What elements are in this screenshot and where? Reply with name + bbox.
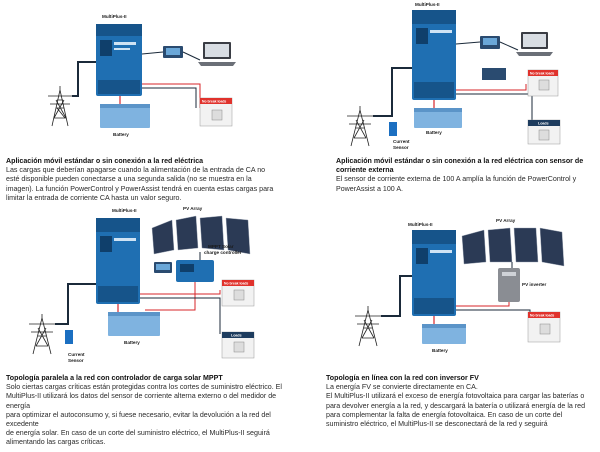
loads-label: Loads [231, 334, 242, 338]
data-cable [141, 51, 201, 61]
laptop-icon [198, 42, 236, 66]
data-cable [455, 41, 519, 51]
battery-label: Battery [113, 132, 129, 137]
inverter-label: MultiPlus-II [102, 14, 127, 19]
diagram-3-title: Topología paralela a la red con controla… [6, 374, 223, 382]
diagram-parallel-mppt: MultiPlus-II PV Array Current Sensor MPP… [0, 206, 300, 452]
diagram-grid-pv-inverter-illustration: MultiPlus-II PV Array PV inverter [355, 218, 565, 353]
ac-out-wire-2 [142, 87, 197, 108]
diagram-2-title: Aplicación móvil estándar o sin conexión… [336, 157, 584, 165]
diagram-2-desc-line: PowerAssist a 100 A. [336, 184, 404, 193]
multiplus-inverter [412, 230, 456, 316]
multiplus-inverter [412, 10, 456, 100]
diagram-4-desc-line: suministro eléctrico, el MultiPlus-II se… [326, 420, 548, 429]
diagram-4-desc-line: El MultiPlus-II utilizará el exceso de e… [326, 392, 585, 401]
loads-box [221, 331, 255, 359]
loads-wire [140, 297, 221, 334]
battery-icon [108, 312, 160, 336]
diagram-4-title: Topología en línea con la red con invers… [326, 374, 479, 382]
diagram-grid-pv-inverter: MultiPlus-II PV Array PV inverter [300, 206, 600, 452]
pv-array-icon [151, 215, 251, 255]
multiplus-inverter [96, 218, 140, 304]
sensor-label: Current [68, 352, 85, 357]
mppt-label-2: charge controller [204, 250, 242, 255]
gx-display [154, 262, 172, 273]
diagram-1-desc-line: Las cargas que deberían apagarse cuando … [6, 166, 266, 175]
grid-cable [381, 275, 412, 317]
no-break-loads-box [199, 97, 233, 127]
pv-array-icon [461, 227, 565, 267]
diagram-1-desc-line: limitar la entrada de corriente CA hasta… [6, 193, 182, 202]
laptop-icon [516, 32, 553, 56]
diagram-3-desc-line: alimentando las cargas críticas. [6, 438, 106, 447]
diagram-parallel-mppt-illustration: MultiPlus-II PV Array Current Sensor MPP… [29, 206, 255, 363]
battery-label: Battery [124, 340, 140, 345]
power-pylon-icon [48, 86, 72, 127]
diagram-3-desc-line: MultiPlus-II utilizará los datos del sen… [6, 392, 277, 410]
inverter-label: MultiPlus-II [408, 222, 433, 227]
no-break-loads-label: No break loads [224, 282, 248, 286]
pv-inverter-icon [498, 268, 520, 302]
grid-cable [373, 67, 412, 117]
ac-out-wire-2 [456, 309, 531, 318]
sensor-label-2: Sensor [393, 145, 409, 150]
diagram-2-title-line2: corriente externa [336, 166, 394, 175]
battery-icon [100, 104, 150, 128]
diagram-4-desc-line: La energía FV se convierte directamente … [326, 383, 478, 392]
gx-display-2 [482, 68, 506, 80]
gx-display [163, 46, 183, 58]
diagram-offgrid-sensor: Current Sensor MultiPlus-II [300, 0, 600, 200]
ac-out-wire [456, 84, 527, 91]
current-sensor-icon [389, 122, 397, 136]
diagram-1-desc-line: esté disponible pueden conectarse a una … [6, 175, 252, 184]
diagram-3-desc-line: de energía solar. En caso de un corte de… [6, 429, 270, 438]
pv-array-label: PV Array [183, 206, 203, 211]
diagram-offgrid-sensor-illustration: Current Sensor MultiPlus-II [347, 2, 561, 150]
multiplus-inverter [96, 24, 142, 96]
battery-label: Battery [432, 348, 448, 353]
no-break-loads-label: No break loads [530, 72, 554, 76]
grid-cable [72, 61, 96, 97]
gx-display [480, 36, 500, 49]
ac-out-wire [140, 290, 221, 295]
no-break-loads-box [221, 279, 255, 307]
battery-icon [422, 324, 466, 344]
diagram-4-desc-line: para complementar la falta de energía fo… [326, 410, 563, 419]
power-pylon-icon [355, 306, 381, 347]
no-break-loads-label: No break loads [202, 100, 226, 104]
dc-cable [145, 282, 196, 311]
battery-label: Battery [426, 130, 442, 135]
power-pylon-icon [29, 314, 55, 355]
ac-out-wire [456, 302, 510, 307]
diagram-1-desc-line: imagen). La función PowerControl y Power… [6, 184, 274, 193]
no-break-loads-box [527, 311, 561, 343]
inverter-label: MultiPlus-II [112, 208, 137, 213]
diagram-offgrid: MultiPlus-II No break loads Battery [0, 0, 300, 202]
loads-box [527, 119, 561, 145]
sensor-label: Current [393, 139, 410, 144]
diagram-4-desc-line: para devolver energía a la red, y descar… [326, 401, 586, 410]
diagram-3-desc-line: para optimizar el autoconsumo y, si fues… [6, 410, 271, 429]
grid-cable [55, 283, 96, 325]
mppt-label: MPPT Solar [208, 244, 234, 249]
diagram-3-desc-line: Solo ciertas cargas críticas están prote… [6, 383, 282, 392]
pv-array-label: PV Array [496, 218, 516, 223]
pv-inverter-label: PV inverter [522, 282, 546, 287]
no-break-loads-label: No break loads [530, 314, 554, 318]
loads-wire [456, 93, 533, 122]
battery-icon [414, 108, 462, 128]
sensor-label-2: Sensor [68, 358, 84, 363]
diagram-2-desc-line: El sensor de corriente externa de 100 A … [336, 175, 577, 184]
diagram-1-title: Aplicación móvil estándar o sin conexión… [6, 157, 204, 165]
power-pylon-icon [347, 106, 373, 147]
loads-label: Loads [538, 122, 549, 126]
mppt-controller-icon [176, 260, 214, 282]
no-break-loads-box [527, 69, 559, 97]
diagram-offgrid-illustration: MultiPlus-II No break loads Battery [48, 14, 236, 137]
current-sensor-icon [65, 330, 73, 344]
inverter-label: MultiPlus-II [415, 2, 440, 7]
